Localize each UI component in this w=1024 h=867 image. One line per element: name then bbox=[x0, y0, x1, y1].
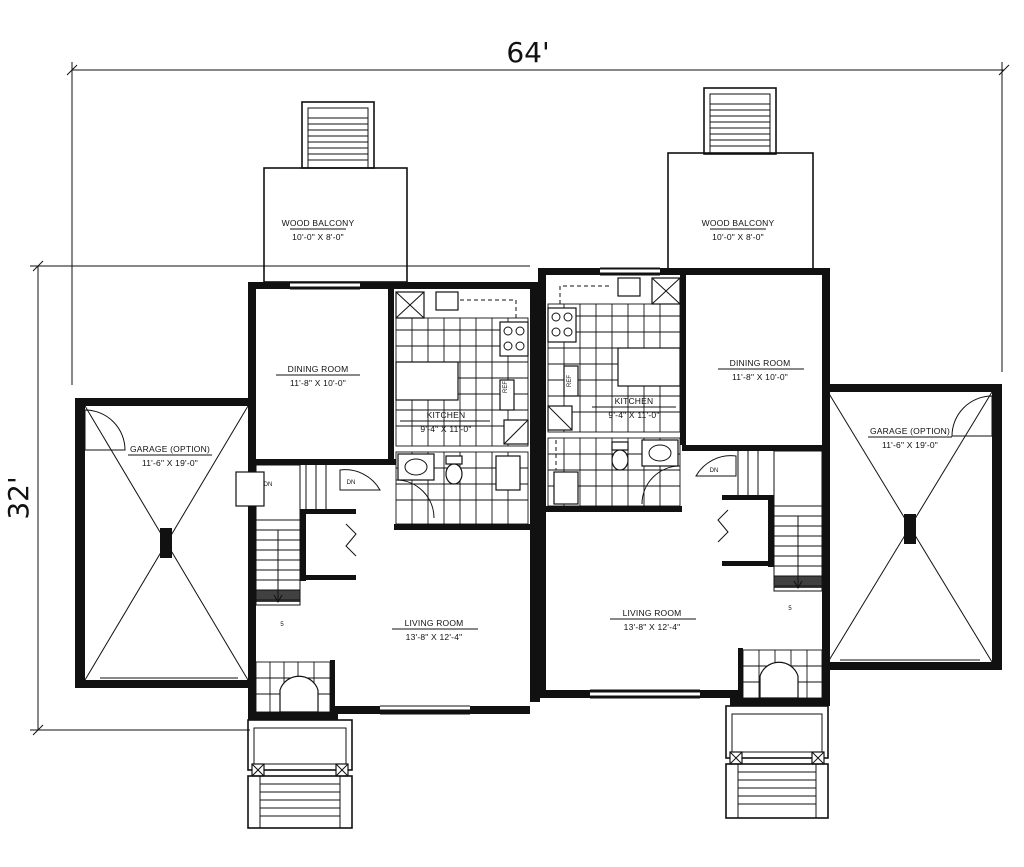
right-living: LIVING ROOM 13'-8" X 12'-4" bbox=[610, 608, 696, 632]
width-dimension: 64' bbox=[66, 36, 1010, 385]
right-kitchen-island bbox=[617, 347, 681, 387]
right-dining: DINING ROOM 11'-8" X 10'-0" bbox=[718, 358, 804, 382]
left-stair-dn-2: DN bbox=[347, 480, 356, 486]
left-balcony-name: WOOD BALCONY bbox=[282, 218, 355, 228]
right-dishwasher bbox=[563, 365, 579, 397]
right-stove bbox=[547, 307, 577, 343]
left-garage-name: GARAGE (OPTION) bbox=[130, 444, 210, 454]
right-kitchen-name: KITCHEN bbox=[615, 396, 654, 406]
right-garage-floor-drain bbox=[904, 514, 916, 544]
left-toilet bbox=[445, 463, 463, 485]
right-kitchen-tiles: REF bbox=[547, 277, 681, 433]
right-entry bbox=[742, 649, 823, 699]
left-stove bbox=[499, 321, 529, 357]
right-kitchen-size: 9'-4" X 11'-0" bbox=[608, 410, 659, 420]
left-garage-size: 11'-6" X 19'-0" bbox=[142, 458, 198, 468]
right-garage: GARAGE (OPTION) 11'-6" X 19'-0" bbox=[826, 384, 1002, 670]
left-dining-size: 11'-8" X 10'-0" bbox=[290, 378, 346, 388]
left-stair-up: 5 bbox=[280, 622, 284, 628]
depth-label: 32' bbox=[2, 476, 35, 519]
right-stair-up: 5 bbox=[788, 606, 792, 612]
width-label: 64' bbox=[506, 36, 549, 69]
left-kitchen-island bbox=[395, 361, 459, 401]
right-balcony-name: WOOD BALCONY bbox=[702, 218, 775, 228]
right-stair: DN 5 bbox=[695, 450, 823, 612]
left-bath-vanity bbox=[397, 453, 435, 481]
left-front-steps bbox=[247, 719, 353, 829]
left-fridge-label: REF bbox=[503, 381, 509, 393]
right-kitchen-sink bbox=[617, 277, 641, 297]
right-front-steps bbox=[725, 705, 829, 819]
right-balcony: WOOD BALCONY 10'-0" X 8'-0" bbox=[667, 87, 814, 270]
left-kitchen-sink bbox=[435, 291, 459, 311]
right-living-size: 13'-8" X 12'-4" bbox=[624, 622, 681, 632]
left-garage-floor-drain bbox=[160, 528, 172, 558]
right-washer bbox=[553, 471, 579, 505]
right-kitchen: KITCHEN 9'-4" X 11'-0" bbox=[592, 396, 676, 420]
right-unit-walls bbox=[538, 267, 830, 706]
left-kitchen: KITCHEN 9'-4" X 11'-0" bbox=[400, 410, 490, 434]
left-dining: DINING ROOM 11'-8" X 10'-0" bbox=[276, 364, 360, 388]
depth-dimension: 32' bbox=[2, 260, 530, 736]
left-living: LIVING ROOM 13'-8" X 12'-4" bbox=[392, 618, 478, 642]
left-dining-name: DINING ROOM bbox=[288, 364, 349, 374]
left-kitchen-tiles: REF bbox=[395, 291, 529, 447]
left-stair-dn-1: DN bbox=[264, 482, 273, 488]
left-garage: GARAGE (OPTION) 11'-6" X 19'-0" bbox=[75, 398, 250, 688]
left-living-name: LIVING ROOM bbox=[405, 618, 464, 628]
left-balcony-size: 10'-0" X 8'-0" bbox=[292, 232, 344, 242]
left-kitchen-size: 9'-4" X 11'-0" bbox=[420, 424, 471, 434]
left-entry bbox=[255, 661, 331, 713]
left-stair: DN DN 5 bbox=[235, 464, 381, 628]
right-living-name: LIVING ROOM bbox=[623, 608, 682, 618]
right-bathroom bbox=[547, 437, 681, 507]
left-washer bbox=[495, 455, 521, 491]
left-dishwasher bbox=[499, 379, 515, 411]
right-dining-name: DINING ROOM bbox=[730, 358, 791, 368]
left-balcony: WOOD BALCONY 10'-0" X 8'-0" bbox=[263, 101, 408, 283]
right-dining-size: 11'-8" X 10'-0" bbox=[732, 372, 788, 382]
left-living-size: 13'-8" X 12'-4" bbox=[406, 632, 463, 642]
right-garage-name: GARAGE (OPTION) bbox=[870, 426, 950, 436]
left-bathroom bbox=[395, 451, 529, 525]
right-fridge-label: REF bbox=[567, 375, 573, 387]
right-bath-vanity bbox=[641, 439, 679, 467]
right-balcony-size: 10'-0" X 8'-0" bbox=[712, 232, 764, 242]
right-toilet bbox=[611, 449, 629, 471]
left-kitchen-name: KITCHEN bbox=[427, 410, 466, 420]
right-stair-dn-1: DN bbox=[710, 468, 719, 474]
left-unit-walls bbox=[248, 281, 540, 720]
right-garage-size: 11'-6" X 19'-0" bbox=[882, 440, 938, 450]
